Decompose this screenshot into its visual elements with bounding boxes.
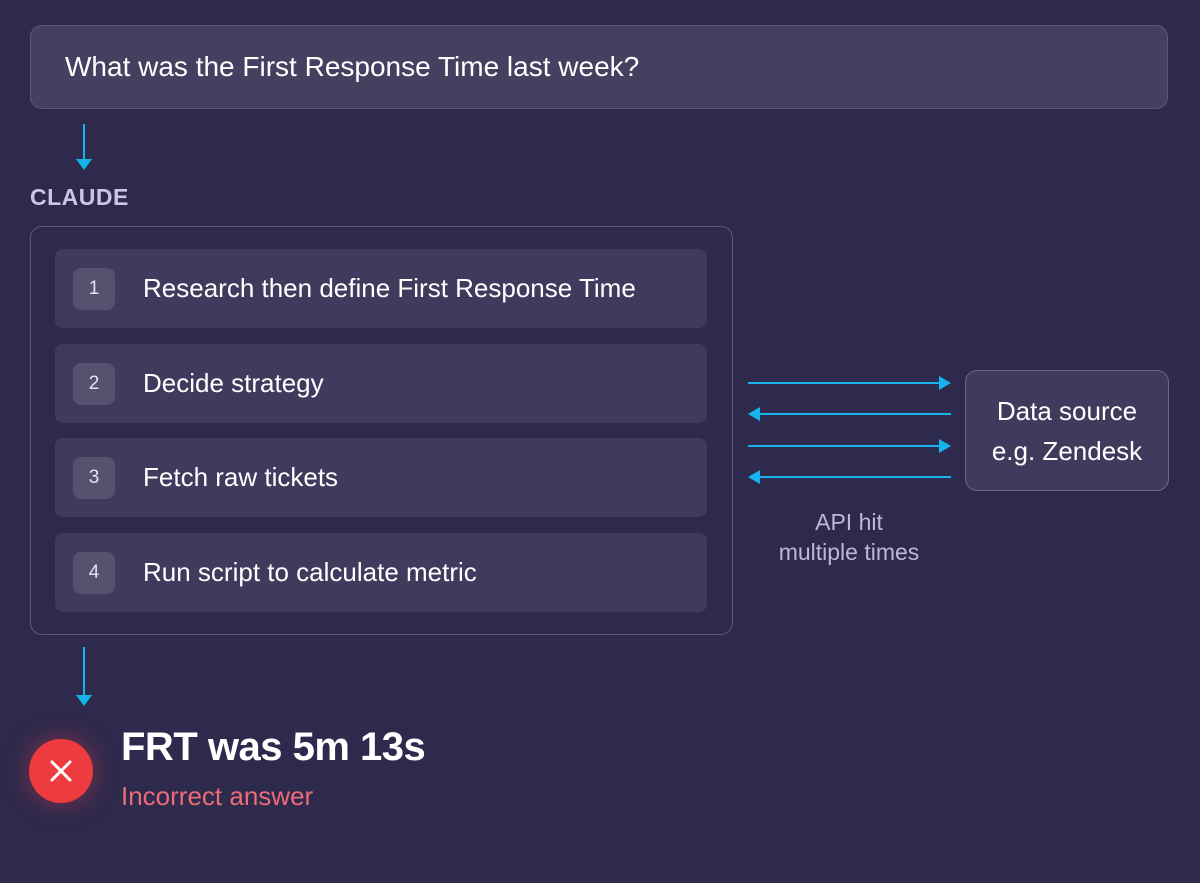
step-1: 1 Research then define First Response Ti… (55, 249, 707, 328)
api-note-line-2: multiple times (778, 539, 920, 565)
api-note-line-1: API hit (815, 509, 883, 535)
step-label: Run script to calculate metric (143, 557, 477, 587)
step-4: 4 Run script to calculate metric (55, 533, 707, 612)
step-2: 2 Decide strategy (55, 344, 707, 423)
step-label: Fetch raw tickets (143, 462, 339, 492)
claude-box (30, 226, 733, 635)
close-icon (50, 760, 72, 782)
data-source-example: e.g. Zendesk (991, 435, 1143, 466)
step-number: 1 (73, 267, 115, 310)
arrow-left-icon (748, 407, 951, 421)
result-status: Incorrect answer (121, 781, 314, 811)
arrow-left-icon (748, 470, 951, 484)
arrow-right-icon (748, 439, 951, 453)
step-label: Decide strategy (143, 368, 324, 398)
step-3: 3 Fetch raw tickets (55, 438, 707, 517)
section-label: CLAUDE (30, 184, 129, 210)
arrow-right-icon (748, 376, 951, 390)
question-box: What was the First Response Time last we… (30, 25, 1168, 109)
data-source-box: Data source e.g. Zendesk (965, 370, 1169, 491)
arrow-down-icon (76, 647, 92, 706)
arrow-down-icon (76, 124, 92, 170)
api-note: API hit multiple times (760, 507, 938, 567)
step-number: 3 (73, 456, 115, 499)
step-number: 4 (73, 551, 115, 594)
step-label: Research then define First Response Time (143, 273, 636, 303)
step-number: 2 (73, 362, 115, 405)
question-text: What was the First Response Time last we… (65, 51, 640, 82)
error-icon (29, 739, 93, 803)
data-source-title: Data source (996, 395, 1138, 426)
result-answer: FRT was 5m 13s (121, 725, 426, 769)
